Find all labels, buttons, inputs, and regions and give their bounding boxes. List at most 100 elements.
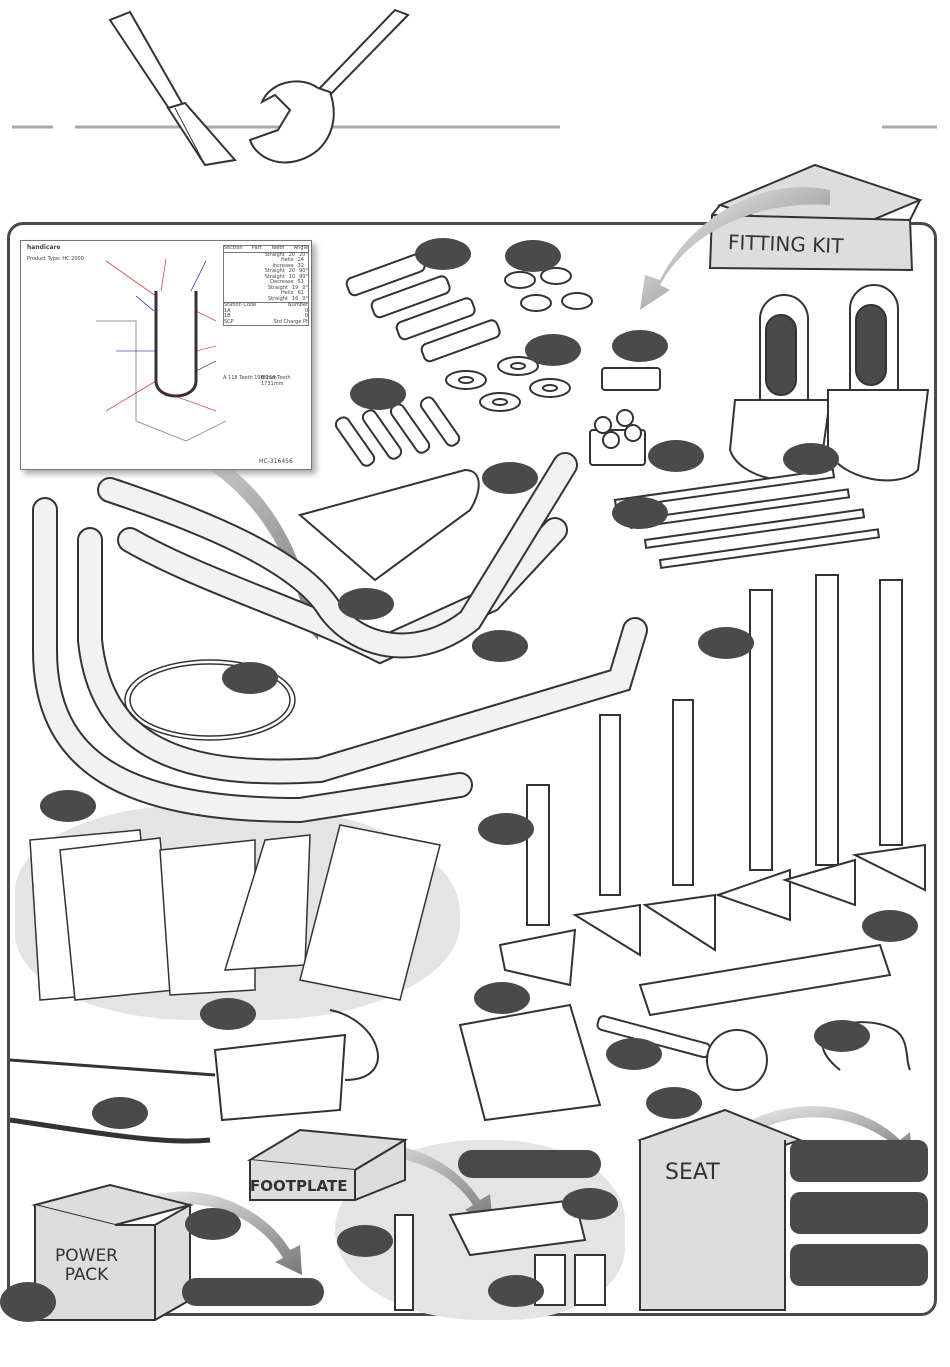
plan-cell: 32 [297,262,304,269]
plan-col: Number [287,302,308,308]
plan-ref: HC-316456 [259,458,293,465]
plan-cell: Helix [281,290,294,296]
part-marker [200,998,256,1030]
power-pack-box [31,1183,194,1321]
part-marker [482,462,538,494]
plan-logo: handicare [27,244,61,251]
plan-col: Teeth [270,245,285,251]
plan-cell: 61 [297,290,304,296]
power-pack-label: POWER PACK [55,1246,118,1285]
part-marker [862,910,918,942]
rail-plan-document: handicare Product Type: HC 2000 Section … [20,240,312,470]
plan-table-section: Section [224,245,243,251]
plan-cell: Helix [281,257,294,263]
part-marker [606,1038,662,1070]
connector-blocks [589,367,661,466]
screw-bag [458,1003,602,1122]
part-marker [612,497,668,529]
plan-cell: Straight [264,273,285,280]
part-marker [338,588,394,620]
cable-ties [613,468,881,570]
mounting-bracket [638,943,892,1017]
part-marker [612,330,668,362]
footplate-box [246,1128,409,1201]
part-marker [525,334,581,366]
part-marker [488,1275,544,1307]
plan-cell: 10 [288,273,296,280]
plan-cell: 20 [288,251,296,258]
station-row: 1A 0 [224,307,308,315]
plan-col: Part [251,245,262,251]
part-marker [40,790,96,822]
washer-set [445,356,571,412]
footplate-label: FOOTPLATE [250,1177,348,1195]
station-cell: Std Charge Pt [273,318,308,325]
station-row: SCP Std Charge Pt [224,318,308,326]
powerpack-arrow [120,1191,302,1275]
rail-tubes [32,452,648,824]
label-bar [790,1192,928,1234]
plan-turn-b: B 116 Teeth 1731mm [261,375,291,387]
station-cell: 0 [304,307,308,314]
earth-strap [9,1117,211,1144]
plan-cell: 20° [299,251,308,258]
label-bar [458,1150,601,1178]
plan-cell: 90° [299,268,308,274]
base-plate [297,468,480,582]
plan-cell: 0° [302,295,308,302]
station-cell: 1A [224,307,231,314]
support-posts [498,574,926,987]
fitting-kit-arrow [640,187,830,310]
cable-coil [124,659,296,741]
screwdriver-icon [108,10,237,167]
wrench-icon [248,8,410,164]
tools-header [12,8,937,167]
part-marker [472,630,528,662]
part-marker [185,1208,241,1240]
key-switch [596,1015,768,1091]
label-bar [790,1244,928,1286]
part-marker [478,813,534,845]
seat-arrow [720,1106,912,1160]
station-cell: 0 [304,313,308,319]
part-marker [92,1097,148,1129]
part-marker [222,662,278,694]
rail-plan-drawing [96,258,226,442]
seat-box [637,1108,803,1311]
part-marker [337,1225,393,1257]
remote-controls [728,284,930,482]
roller-set [345,253,501,363]
part-marker [415,238,471,270]
plan-cell: 24 [297,257,304,263]
seat-label: SEAT [665,1160,720,1185]
station-row: 1B 0 [224,313,308,320]
station-cell: SCP [224,318,234,325]
battery-set [334,396,461,467]
plan-product: Product Type: HC 2000 [27,256,84,262]
puck-set [504,267,593,312]
plan-cell: 16 [291,295,299,302]
manual-documents [29,824,441,1001]
plan-cell: 90° [299,273,308,280]
plan-turn-a: A 118 Teeth 1908mm [223,375,277,381]
plan-col: Angle [293,245,308,251]
part-marker [646,1087,702,1119]
charger-unit [9,1009,379,1122]
part-marker [505,240,561,272]
plan-cell: 51 [297,279,304,285]
station-cell: 1B [224,313,231,319]
plan-cell: Straight [264,268,285,274]
plan-col: Station Code [224,302,257,308]
